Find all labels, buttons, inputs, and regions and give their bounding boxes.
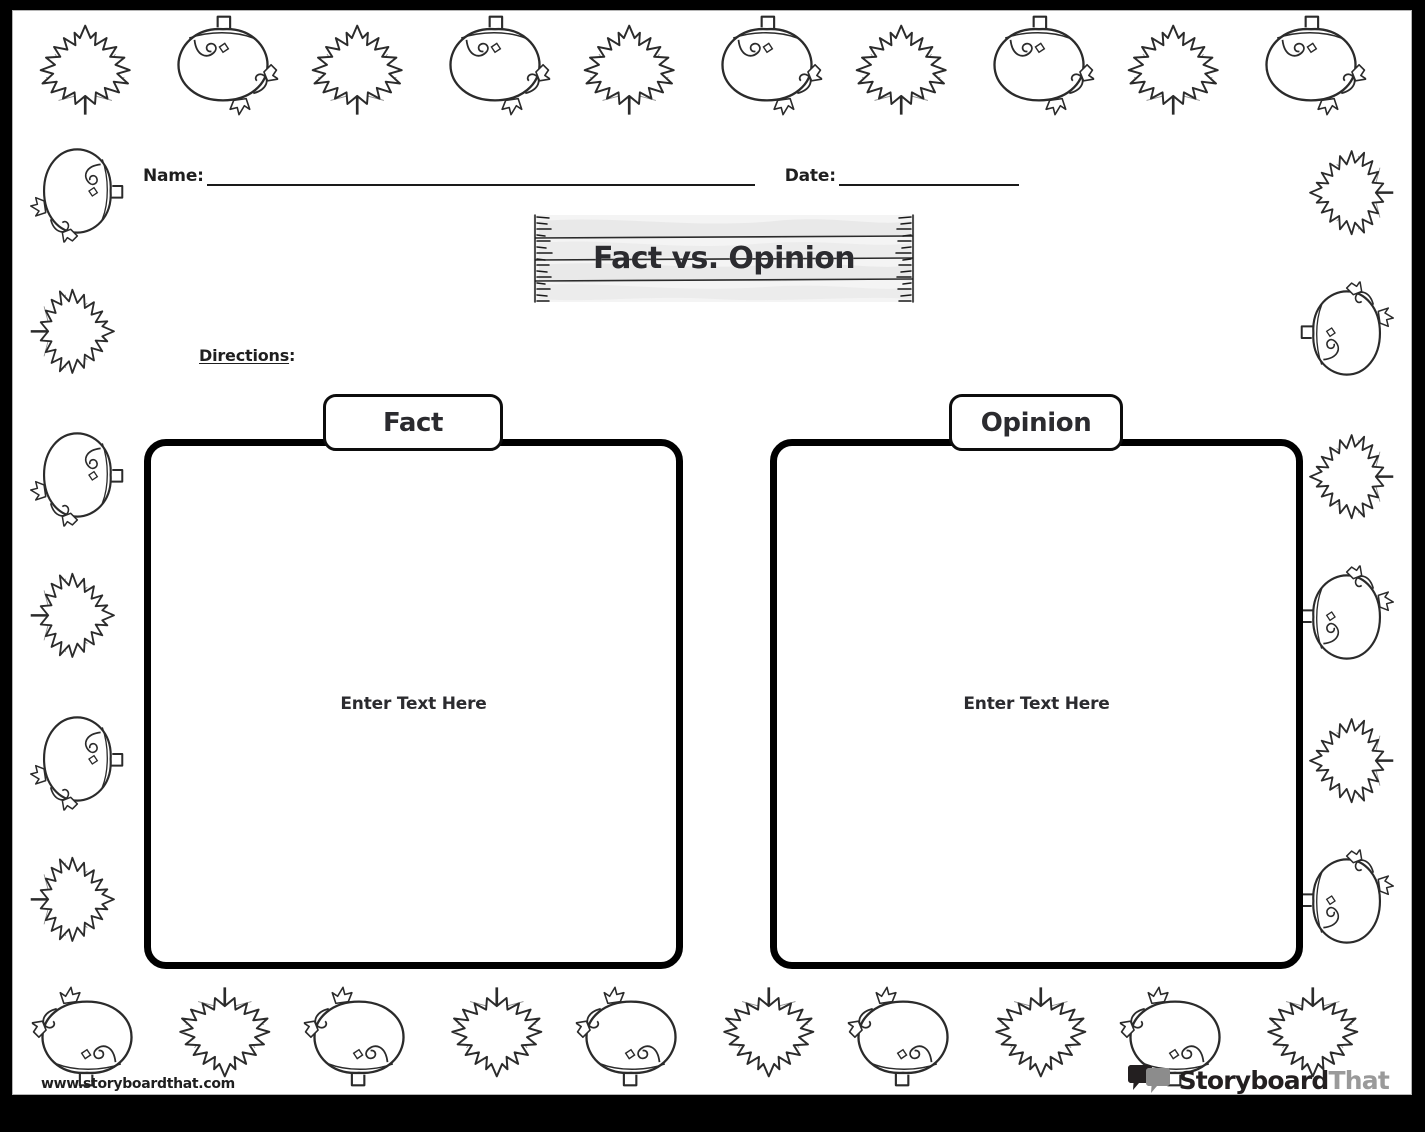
pumpkin-icon: [1293, 281, 1396, 384]
pumpkin-icon: [712, 11, 823, 118]
pumpkin-icon: [575, 984, 686, 1094]
fact-tab-label: Fact: [323, 394, 503, 451]
directions-label: Directions: [199, 346, 290, 365]
title-sign: Fact vs. Opinion: [525, 211, 923, 306]
pumpkin-icon: [1256, 11, 1367, 118]
maple-leaf-icon: [304, 11, 414, 118]
maple-leaf-icon: [712, 984, 822, 1094]
pumpkin-icon: [303, 984, 414, 1094]
maple-leaf-icon: [27, 565, 130, 668]
pumpkin-icon: [27, 139, 130, 243]
worksheet-page: Name: Date:: [12, 10, 1412, 1095]
pumpkin-icon: [27, 707, 130, 811]
name-input-line[interactable]: [206, 167, 755, 186]
pumpkin-icon: [440, 11, 551, 118]
maple-leaf-icon: [1293, 139, 1396, 242]
maple-leaf-icon: [1293, 707, 1396, 810]
pumpkin-icon: [27, 423, 130, 527]
brand-primary: Storyboard: [1178, 1065, 1330, 1095]
name-label: Name:: [143, 166, 204, 186]
brand-secondary: That: [1328, 1065, 1390, 1095]
directions-row: Directions:: [199, 346, 295, 365]
wooden-plank-icon: [533, 214, 915, 303]
fact-placeholder: Enter Text Here: [340, 694, 487, 714]
pumpkin-icon: [168, 11, 279, 118]
opinion-placeholder: Enter Text Here: [963, 694, 1110, 714]
footer-url[interactable]: www.storyboardthat.com: [41, 1076, 235, 1092]
pumpkin-icon: [984, 11, 1095, 118]
maple-leaf-icon: [848, 11, 958, 118]
date-input-line[interactable]: [838, 167, 1019, 186]
opinion-tab-label: Opinion: [949, 394, 1123, 451]
storyboardthat-logo[interactable]: StoryboardThat: [1126, 1063, 1390, 1095]
pumpkin-icon: [1293, 849, 1396, 952]
maple-leaf-icon: [984, 984, 1094, 1094]
maple-leaf-icon: [27, 849, 130, 952]
maple-leaf-icon: [1293, 423, 1396, 526]
fact-answer-box[interactable]: Enter Text Here: [144, 439, 683, 969]
maple-leaf-icon: [576, 11, 686, 118]
speech-bubble-icon: [1127, 1065, 1170, 1093]
directions-colon: :: [289, 346, 296, 365]
maple-leaf-icon: [27, 281, 130, 384]
pumpkin-icon: [847, 984, 958, 1094]
maple-leaf-icon: [32, 11, 142, 118]
worksheet-title: Fact vs. Opinion: [592, 241, 856, 276]
name-date-row: Name: Date:: [143, 156, 1043, 186]
opinion-answer-box[interactable]: Enter Text Here: [770, 439, 1303, 969]
date-label: Date:: [784, 166, 836, 186]
brand-wordmark: StoryboardThat: [1178, 1065, 1390, 1095]
pumpkin-icon: [1293, 565, 1396, 668]
maple-leaf-icon: [1120, 11, 1230, 118]
maple-leaf-icon: [440, 984, 550, 1094]
